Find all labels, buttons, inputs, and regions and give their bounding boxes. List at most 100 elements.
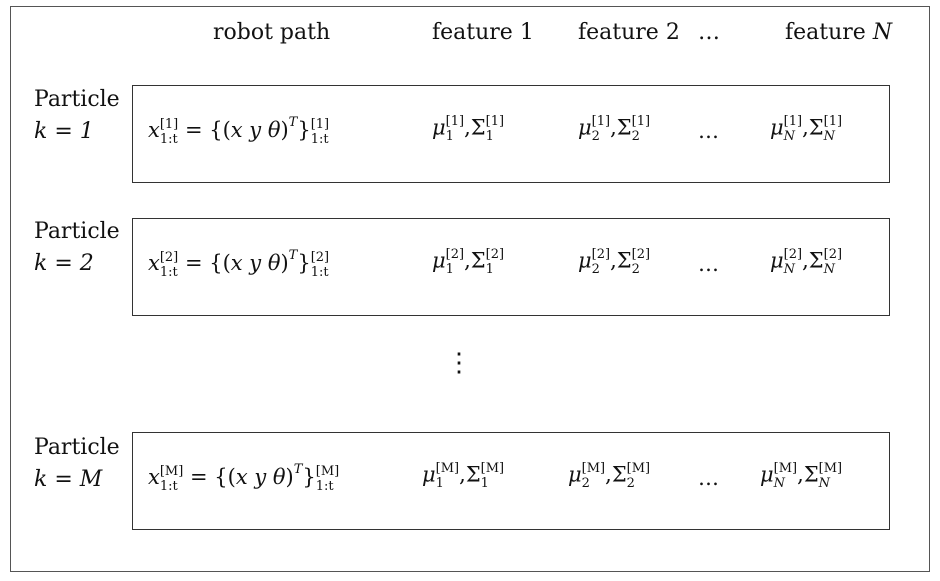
diagram-frame: [10, 6, 930, 572]
mean-symbol: μ: [432, 248, 446, 273]
mean-symbol: μ: [568, 462, 582, 487]
feature-n-estimate: μ[M]N,Σ[M]N: [760, 462, 842, 490]
feature-2-estimate: μ[2]2,Σ[2]2: [578, 248, 650, 276]
feature-1-estimate: μ[2]1,Σ[2]1: [432, 248, 504, 276]
superscript-index: [M]: [626, 461, 651, 476]
particle-label-title: Particle: [34, 219, 120, 244]
subscript-index: 1: [480, 476, 489, 491]
subscript-index: 2: [581, 476, 590, 491]
particle-label-title: Particle: [34, 87, 120, 112]
sub-sup-stack: [M]1:t: [160, 465, 183, 493]
superscript-index: [2]: [445, 247, 465, 262]
sub-sup-stack: [M]1:t: [316, 465, 339, 493]
feature-1-estimate: μ[M]1,Σ[M]1: [422, 462, 504, 490]
header-feature-2: feature 2: [578, 20, 680, 45]
sub-sup-stack: [M]2: [627, 462, 650, 490]
covariance-symbol: Σ: [803, 462, 819, 487]
feature-n-estimate: μ[2]N,Σ[2]N: [770, 248, 842, 276]
particle-label-title: Particle: [34, 435, 120, 460]
sub-sup-stack: [M]1: [436, 462, 459, 490]
subscript-index: N: [818, 476, 831, 491]
sub-sup-stack: [2]1: [446, 248, 464, 276]
superscript-index: [2]: [591, 247, 611, 262]
covariance-symbol: Σ: [808, 115, 824, 140]
superscript-index: [1]: [783, 114, 803, 129]
header-feature-n: feature N: [785, 20, 892, 45]
sub-sup-stack: [M]N: [819, 462, 842, 490]
sub-sup-stack: [1]2: [632, 115, 650, 143]
superscript-index: [1]: [159, 116, 179, 132]
comma: ,: [797, 462, 804, 487]
superscript-index: [1]: [310, 116, 330, 132]
sub-sup-stack: [2]2: [592, 248, 610, 276]
covariance-symbol: Σ: [808, 248, 824, 273]
subscript-index: 2: [631, 129, 640, 144]
particle-row-box: [132, 85, 890, 183]
feature-n-estimate: μ[1]N,Σ[1]N: [770, 115, 842, 143]
path-transpose: T: [293, 462, 303, 477]
subscript-index: 2: [591, 262, 600, 277]
superscript-index: [2]: [631, 247, 651, 262]
particle-label-index: k = M: [34, 467, 103, 492]
superscript-index: [1]: [591, 114, 611, 129]
superscript-index: [1]: [631, 114, 651, 129]
robot-path-expression: x[1]1:t = {(x y θ)T}[1]1:t: [148, 115, 329, 146]
subscript-index: 1:t: [310, 264, 329, 280]
particle-label: Particle k = M: [34, 432, 120, 496]
sub-sup-stack: [1]N: [824, 115, 842, 143]
sub-sup-stack: [M]N: [774, 462, 797, 490]
row-ellipsis: …: [698, 119, 719, 143]
comma: ,: [464, 115, 471, 140]
subscript-index: 1:t: [159, 264, 178, 280]
sub-sup-stack: [2]1: [486, 248, 504, 276]
sub-sup-stack: [1]N: [784, 115, 802, 143]
subscript-index: 2: [626, 476, 635, 491]
mean-symbol: μ: [432, 115, 446, 140]
superscript-index: [M]: [435, 461, 460, 476]
covariance-symbol: Σ: [611, 462, 627, 487]
header-feature-n-prefix: feature: [785, 20, 873, 45]
mean-symbol: μ: [422, 462, 436, 487]
path-close: ): [280, 251, 289, 275]
path-equals: = {(: [178, 118, 231, 142]
superscript-index: [2]: [823, 247, 843, 262]
covariance-symbol: Σ: [470, 115, 486, 140]
vertical-ellipsis: ⋮: [446, 348, 472, 378]
subscript-index: 1: [485, 262, 494, 277]
particle-row-box: [132, 432, 890, 530]
mean-symbol: μ: [770, 248, 784, 273]
row-ellipsis: …: [698, 466, 719, 490]
superscript-index: [1]: [485, 114, 505, 129]
path-transpose: T: [288, 248, 298, 263]
sub-sup-stack: [2]N: [824, 248, 842, 276]
sub-sup-stack: [1]1:t: [160, 118, 178, 146]
path-brace: }: [297, 118, 311, 142]
subscript-index: N: [823, 262, 835, 277]
covariance-symbol: Σ: [470, 248, 486, 273]
superscript-index: [2]: [783, 247, 803, 262]
feature-2-estimate: μ[M]2,Σ[M]2: [568, 462, 650, 490]
sub-sup-stack: [1]1: [486, 115, 504, 143]
subscript-index: 1: [435, 476, 444, 491]
subscript-index: 1:t: [159, 131, 178, 147]
mean-symbol: μ: [770, 115, 784, 140]
subscript-index: 1: [445, 129, 454, 144]
robot-path-expression: x[2]1:t = {(x y θ)T}[2]1:t: [148, 248, 329, 279]
path-state: x y θ: [235, 465, 286, 489]
feature-1-estimate: μ[1]1,Σ[1]1: [432, 115, 504, 143]
path-equals: = {(: [178, 251, 231, 275]
particle-row-box: [132, 218, 890, 316]
particle-label-index: k = 2: [34, 251, 94, 276]
subscript-index: 1:t: [159, 478, 178, 494]
subscript-index: N: [773, 476, 786, 491]
superscript-index: [M]: [818, 461, 843, 476]
path-close: ): [280, 118, 289, 142]
comma: ,: [802, 248, 809, 273]
superscript-index: [2]: [310, 249, 330, 265]
subscript-index: 1:t: [310, 131, 329, 147]
covariance-symbol: Σ: [465, 462, 481, 487]
sub-sup-stack: [2]2: [632, 248, 650, 276]
particle-label-index: k = 1: [34, 119, 94, 144]
path-brace: }: [297, 251, 311, 275]
sub-sup-stack: [2]1:t: [311, 251, 329, 279]
